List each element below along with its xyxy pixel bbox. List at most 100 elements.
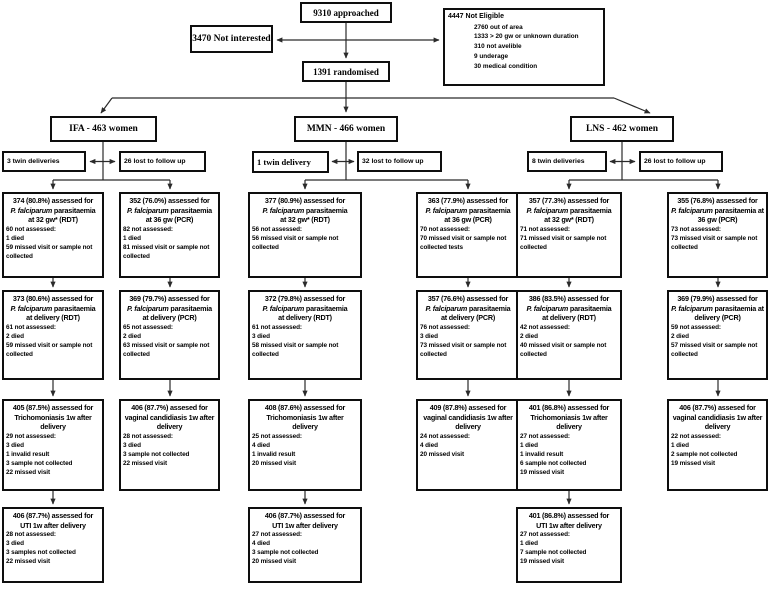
box-detail-line: 2 died xyxy=(6,332,24,340)
box-heading-line: 401 (86.8%) assessed for xyxy=(528,403,610,412)
box-heading-line: vaginal candidiasis 1w after xyxy=(672,412,763,422)
box-detail-line: 61 not assessed: xyxy=(252,323,302,331)
box-heading-line: 401 (86.8%) assessed for xyxy=(528,511,610,520)
box-detail-line: 70 not assessed: xyxy=(420,225,470,233)
box-heading-line: at 36 gw (PCR) xyxy=(145,215,194,224)
box-detail-line: 1 invalid result xyxy=(6,450,50,458)
box-detail-line: 4 died xyxy=(252,540,270,548)
box-detail-line: 3 sample not collected xyxy=(252,549,319,557)
box-detail-line: 1 died xyxy=(671,441,689,449)
box-heading-line: at delivery (PCR) xyxy=(440,313,496,322)
box-detail-line: 27 not assessed: xyxy=(520,531,570,538)
box-detail-line: 28 not assessed: xyxy=(123,432,173,440)
box-detail-line: 73 missed visit or sample not collected xyxy=(420,341,507,358)
box-heading-line: UTI 1w after delivery xyxy=(536,520,602,530)
box-detail-line: 4 died xyxy=(420,441,438,449)
box-detail-line: 3 died xyxy=(252,332,270,340)
italic-species-name: P. falciparum xyxy=(127,205,169,215)
box-heading-line: 406 (87.7%) assesed for xyxy=(131,403,208,412)
box-detail-line: 3 samples not collected xyxy=(6,549,76,557)
box-heading-line: P. falciparum parasitaemia at xyxy=(671,303,764,313)
box-heading-line: at delivery (RDT) xyxy=(278,313,332,322)
box-heading-line: 373 (80.6%) assessed for xyxy=(12,294,94,303)
box-detail-line: 27 not assessed: xyxy=(252,531,302,538)
arm-box-ifa: IFA - 463 women xyxy=(50,116,157,142)
box-heading-line: vaginal candidiasis 1w after xyxy=(124,412,215,422)
box-detail-line: 71 missed visit or sample not collected xyxy=(520,234,607,251)
box-heading-line: delivery xyxy=(704,422,731,431)
box-detail-line: 3 died xyxy=(420,332,438,340)
box-detail-line: 58 missed visit or sample not collected xyxy=(252,341,339,358)
box-heading-line: delivery (PCR) xyxy=(694,313,741,322)
box-detail-line: 1 died xyxy=(520,540,538,548)
box-detail-line: 82 not assessed: xyxy=(123,225,173,233)
box-heading-line: 352 (76.0%) assessed for xyxy=(129,196,210,205)
not-eligible-item: 310 not avelible xyxy=(474,43,522,51)
box-heading-line: P. falciparum parasitaemia xyxy=(10,303,96,313)
not-eligible-item: 9 underage xyxy=(474,53,509,61)
lost-to-follow-up-box-ifa: 26 lost to follow up xyxy=(119,151,206,172)
box-detail-line: 3 died xyxy=(123,441,141,449)
box-detail-line: 56 not assessed: xyxy=(252,225,302,233)
box-heading-line: P. falciparum parasitaemia xyxy=(425,205,511,215)
box-heading-line: 386 (83.5%) assessed for xyxy=(528,294,610,303)
box-heading-line: P. falciparum parasitaemia xyxy=(10,205,96,215)
box-detail-line: 1 died xyxy=(520,441,538,449)
box-heading-line: at 32 gw* (RDT) xyxy=(544,215,594,224)
twin-delivery-box-mmn: 1 twin delivery xyxy=(252,151,329,173)
box-heading-line: delivery xyxy=(292,422,318,431)
box-detail-line: 40 missed visit or sample not collected xyxy=(520,341,607,358)
box-heading-line: 355 (76.8%) assessed for xyxy=(677,196,758,205)
box-detail-line: 61 not assessed: xyxy=(6,323,56,331)
lost-to-follow-up-box-mmn: 32 lost to follow up xyxy=(357,151,442,172)
box-heading-line: 409 (87.8%) assesed for xyxy=(429,403,507,412)
not-interested-box: 3470 Not interested xyxy=(190,25,273,53)
box-detail-line: 63 missed visit or sample not collected xyxy=(123,341,210,358)
box-detail-line: 70 missed visit or sample not collected … xyxy=(420,234,507,251)
box-heading-line: 374 (80.8%) assessed for xyxy=(12,196,94,205)
italic-species-name: P. falciparum xyxy=(526,205,569,215)
box-detail-line: 22 not assessed: xyxy=(671,432,721,440)
box-heading-line: 377 (80.9%) assessed for xyxy=(264,196,346,205)
box-heading-line: UTI 1w after delivery xyxy=(20,520,86,530)
box-heading-line: P. falciparum parasitaemia xyxy=(262,303,348,313)
box-heading-line: at delivery (RDT) xyxy=(542,313,596,322)
box-detail-line: 1 invalid result xyxy=(252,450,296,458)
box-heading-line: 406 (87.7%) assessed for xyxy=(264,511,346,520)
box-detail-line: 7 sample not collected xyxy=(520,549,587,557)
randomised-box: 1391 randomised xyxy=(302,61,390,82)
italic-species-name: P. falciparum xyxy=(671,303,713,313)
box-heading-line: P. falciparum parasitaemia xyxy=(425,303,511,313)
box-detail-line: 27 not assessed: xyxy=(520,432,570,440)
box-detail-line: 1 died xyxy=(6,234,24,242)
box-heading-line: Trichomoniasis 1w after xyxy=(530,412,608,422)
box-heading-line: Trichomoniasis 1w after xyxy=(266,412,344,422)
box-detail-line: 81 missed visit or sample not collected xyxy=(123,243,210,260)
box-detail-line: 3 died xyxy=(6,540,24,548)
box-heading-line: 369 (79.7%) assessed for xyxy=(129,294,210,303)
box-detail-line: 2 died xyxy=(520,332,538,340)
arm-box-lns: LNS - 462 women xyxy=(570,116,674,142)
box-detail-line: 19 missed visit xyxy=(520,468,564,476)
box-heading-line: P. falciparum parasitaemia xyxy=(526,303,612,313)
lost-to-follow-up-box-lns: 26 lost to follow up xyxy=(639,151,723,172)
box-detail-line: 56 missed visit or sample not collected xyxy=(252,234,339,251)
box-heading-line: 357 (77.3%) assessed for xyxy=(528,196,610,205)
box-detail-line: 2 sample not collected xyxy=(671,450,738,458)
box-detail-line: 65 not assessed: xyxy=(123,323,173,331)
